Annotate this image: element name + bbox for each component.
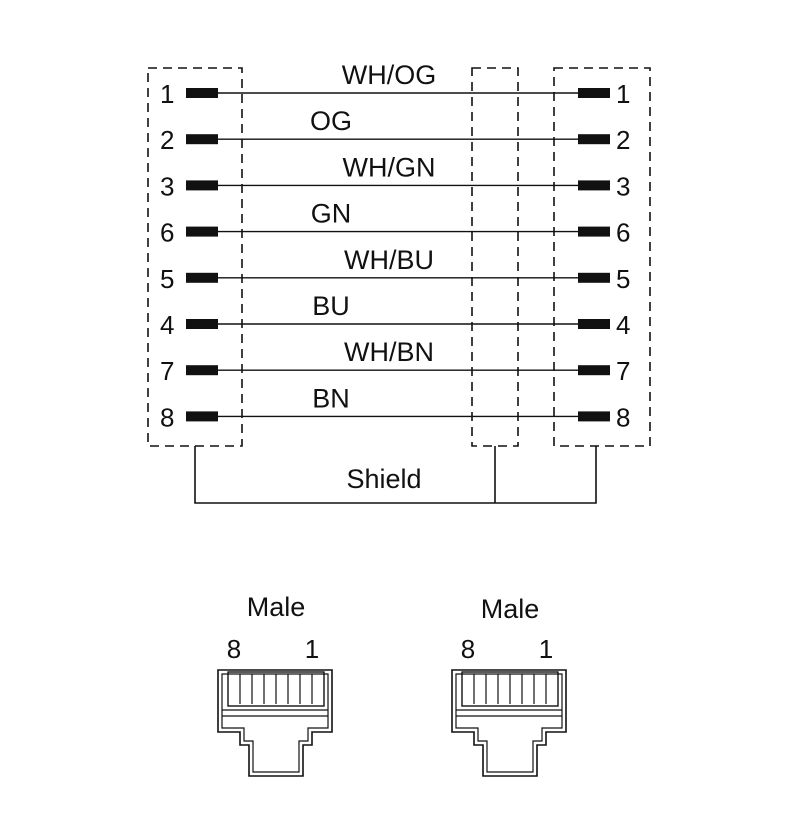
- left-pin-number: 7: [160, 356, 174, 386]
- shield-label: Shield: [346, 464, 421, 494]
- left-pin-terminal: [186, 226, 218, 237]
- left-pin-terminal: [186, 88, 218, 98]
- connector-contacts: [473, 674, 547, 704]
- right-pin-terminal: [578, 365, 610, 376]
- connector-pin-8-label: 8: [461, 634, 475, 664]
- right-pin-terminal: [578, 226, 610, 237]
- right-pin-terminal: [578, 411, 610, 422]
- connector-contact-block: [227, 671, 325, 707]
- wire-color-label: BN: [312, 383, 350, 413]
- left-pin-terminal: [186, 180, 218, 191]
- right-pin-terminal: [578, 134, 610, 145]
- left-pin-number: 1: [160, 79, 174, 109]
- left-pin-number: 6: [160, 218, 174, 248]
- connector-contact-block: [461, 671, 559, 707]
- connector-contacts: [239, 674, 313, 704]
- left-pin-terminal: [186, 134, 218, 145]
- right-pin-number: 1: [616, 79, 630, 109]
- right-connector-box: [553, 67, 651, 447]
- right-pin-number: 6: [616, 218, 630, 248]
- connector-inner-body: [221, 673, 329, 773]
- connector-pin-8-label: 8: [227, 634, 241, 664]
- left-pin-terminal: [186, 272, 218, 283]
- wire-color-label: WH/BN: [344, 337, 434, 367]
- left-pin-number: 3: [160, 171, 174, 201]
- wire-color-label: BU: [312, 291, 350, 321]
- left-pin-number: 8: [160, 402, 174, 432]
- left-pin-number: 4: [160, 310, 174, 340]
- right-pin-terminal: [578, 272, 610, 283]
- connector-outer-body: [451, 669, 567, 777]
- connector-title: Male: [247, 592, 306, 622]
- rj45-connector-right: Male 8 1: [451, 594, 567, 777]
- right-pin-number: 5: [616, 264, 630, 294]
- connector-outer-body: [217, 669, 333, 777]
- rj45-connector-left: Male 8 1: [217, 592, 333, 777]
- connector-pin-1-label: 1: [539, 634, 553, 664]
- right-pin-number: 3: [616, 171, 630, 201]
- right-pin-terminal: [578, 319, 610, 329]
- left-pin-terminal: [186, 319, 218, 329]
- wire-color-label: WH/BU: [344, 245, 434, 275]
- right-pin-terminal: [578, 88, 610, 98]
- middle-shield-box: [471, 67, 519, 447]
- right-pin-number: 7: [616, 356, 630, 386]
- right-pin-number: 8: [616, 402, 630, 432]
- right-pin-number: 4: [616, 310, 630, 340]
- wire-color-label: WH/GN: [343, 152, 436, 182]
- left-pin-terminal: [186, 411, 218, 422]
- right-pin-terminal: [578, 180, 610, 191]
- connector-inner-body: [455, 673, 563, 773]
- wire-color-label: OG: [310, 106, 352, 136]
- wire-rows: 1 1 WH/OG 2 2 OG 3 3 WH/GN 6 6 GN 5 5 WH/BU 4 4 BU 7 7 WH/BN…: [160, 60, 630, 432]
- wire-color-label: WH/OG: [342, 60, 437, 90]
- connector-pin-1-label: 1: [305, 634, 319, 664]
- left-pin-number: 5: [160, 264, 174, 294]
- wire-color-label: GN: [311, 199, 352, 229]
- connector-title: Male: [481, 594, 540, 624]
- left-pin-number: 2: [160, 125, 174, 155]
- shield-bracket: [194, 446, 597, 504]
- right-pin-number: 2: [616, 125, 630, 155]
- left-pin-terminal: [186, 365, 218, 376]
